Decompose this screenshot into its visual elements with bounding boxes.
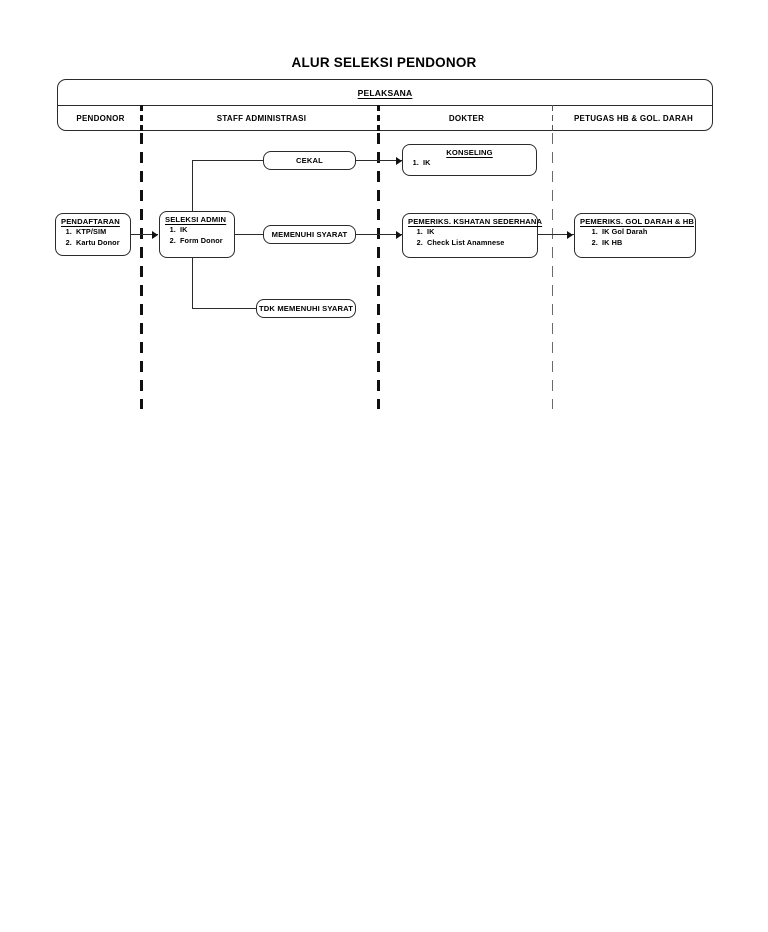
- node-seleksi-admin-list: IK Form Donor: [165, 225, 229, 246]
- lane-header-petugas-hb-gol-darah: PETUGAS HB & GOL. DARAH: [553, 105, 714, 131]
- swimlane-header-divider: [58, 105, 712, 106]
- connector-pemeriksaan-kesehatan-to-gol-darah: [538, 234, 575, 236]
- swimlane-column-headers: PENDONOR STAFF ADMINISTRASI DOKTER PETUG…: [58, 105, 712, 131]
- node-tdk-memenuhi-syarat[interactable]: TDK MEMENUHI SYARAT: [256, 299, 356, 318]
- node-cekal-title: CEKAL: [296, 156, 323, 165]
- connector-memenuhi-syarat-to-pemeriksaan-kesehatan: [355, 234, 404, 236]
- lane-header-staff-administrasi-label: STAFF ADMINISTRASI: [216, 113, 307, 123]
- page-title: ALUR SELEKSI PENDONOR: [291, 55, 477, 70]
- list-item: IK: [425, 227, 532, 238]
- swimlane-group-header: PELAKSANA: [58, 80, 712, 105]
- list-item: IK: [421, 158, 531, 169]
- node-pemeriksaan-gol-darah-title: PEMERIKS. GOL DARAH & HB: [580, 217, 694, 226]
- list-item: IK HB: [600, 238, 690, 249]
- list-item: Kartu Donor: [74, 238, 125, 249]
- lane-header-staff-administrasi: STAFF ADMINISTRASI: [143, 105, 380, 131]
- node-pemeriksaan-gol-darah[interactable]: PEMERIKS. GOL DARAH & HB IK Gol Darah IK…: [574, 213, 696, 258]
- connector-trunk-upper: [192, 160, 194, 235]
- node-pemeriksaan-kesehatan[interactable]: PEMERIKS. KSHATAN SEDERHANA IK Check Lis…: [402, 213, 543, 258]
- list-item: KTP/SIM: [74, 227, 125, 238]
- lane-divider-staff-dokter: [377, 133, 380, 409]
- node-pemeriksaan-gol-darah-list: IK Gol Darah IK HB: [580, 227, 690, 248]
- node-pendaftaran-list: KTP/SIM Kartu Donor: [61, 227, 125, 248]
- list-item: Check List Anamnese: [425, 238, 532, 249]
- column-separator-2: [377, 105, 380, 131]
- connector-trunk-to-tdk-memenuhi-syarat: [192, 308, 264, 310]
- node-seleksi-admin-title: SELEKSI ADMIN: [165, 215, 227, 224]
- lane-header-pendonor-label: PENDONOR: [76, 113, 125, 123]
- swimlane-group-label: PELAKSANA: [357, 87, 413, 98]
- swimlane-header: PELAKSANA PENDONOR STAFF ADMINISTRASI DO…: [57, 79, 713, 131]
- node-pendaftaran-title: PENDAFTARAN: [61, 217, 120, 226]
- node-pemeriksaan-kesehatan-list: IK Check List Anamnese: [408, 227, 532, 248]
- arrowhead-to-pemeriksaan-gol-darah: [567, 230, 573, 239]
- column-separator-3: [551, 105, 554, 131]
- lane-header-dokter: DOKTER: [380, 105, 553, 131]
- node-pendaftaran[interactable]: PENDAFTARAN KTP/SIM Kartu Donor: [55, 213, 131, 256]
- node-tdk-memenuhi-syarat-title: TDK MEMENUHI SYARAT: [259, 304, 353, 313]
- arrowhead-to-seleksi-admin: [152, 230, 158, 239]
- connector-seleksi-admin-to-trunk: [234, 234, 263, 236]
- lane-divider-dokter-petugas: [551, 133, 554, 409]
- lane-header-petugas-hb-gol-darah-label: PETUGAS HB & GOL. DARAH: [573, 113, 694, 123]
- node-memenuhi-syarat[interactable]: MEMENUHI SYARAT: [263, 225, 356, 244]
- connector-trunk-lower: [192, 234, 194, 309]
- node-seleksi-admin[interactable]: SELEKSI ADMIN IK Form Donor: [159, 211, 235, 258]
- node-konseling-title: KONSELING: [446, 148, 493, 157]
- node-memenuhi-syarat-title: MEMENUHI SYARAT: [271, 230, 348, 239]
- list-item: IK: [178, 225, 229, 236]
- node-konseling[interactable]: KONSELING IK: [402, 144, 537, 176]
- node-cekal[interactable]: CEKAL: [263, 151, 356, 170]
- list-item: IK Gol Darah: [600, 227, 690, 238]
- arrowhead-to-pemeriksaan-kesehatan: [396, 230, 402, 239]
- lane-divider-pendonor-staff: [140, 133, 143, 409]
- connector-cekal-to-konseling: [355, 160, 404, 162]
- list-item: Form Donor: [178, 236, 229, 247]
- lane-header-dokter-label: DOKTER: [448, 113, 485, 123]
- column-separator-1: [140, 105, 143, 131]
- arrowhead-to-konseling: [396, 156, 402, 165]
- connector-trunk-to-cekal: [192, 160, 264, 162]
- connector-pendaftaran-to-seleksi-admin: [130, 234, 158, 236]
- lane-header-pendonor: PENDONOR: [58, 105, 143, 131]
- node-pemeriksaan-kesehatan-title: PEMERIKS. KSHATAN SEDERHANA: [408, 217, 543, 226]
- node-konseling-list: IK: [408, 158, 531, 169]
